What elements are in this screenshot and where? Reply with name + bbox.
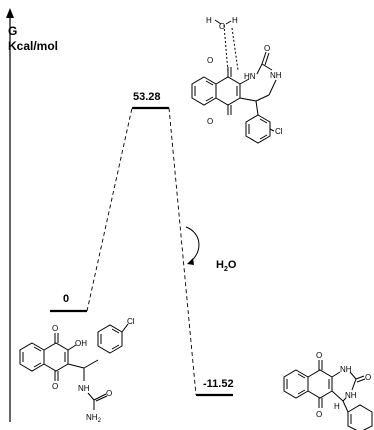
reactant-atom-nh2: NH2 (86, 413, 102, 424)
label-transition-state: 53.28 (133, 91, 161, 103)
product-atom-o-top: O (316, 351, 322, 360)
ts-atom-h1: H (206, 16, 212, 25)
ts-atom-o-bottom: O (207, 117, 213, 126)
reactant-atom-o-bottom: O (52, 382, 58, 391)
y-axis-symbol: G (8, 24, 17, 38)
product-structure (283, 360, 373, 430)
ts-atom-hn: HN (244, 72, 256, 81)
ts-atom-o-carbonyl: O (207, 56, 213, 65)
water-release-arrow-icon (185, 226, 200, 265)
product-atom-nh-top: NH (340, 365, 352, 374)
ts-atom-nh: NH (270, 71, 282, 80)
product-atom-o-bottom: O (316, 410, 322, 419)
ts-atom-cl: Cl (275, 127, 283, 136)
ts-atom-h2: H (232, 16, 238, 25)
label-product: -11.52 (203, 378, 234, 390)
y-axis (6, 8, 14, 422)
axis-arrow-icon (6, 8, 14, 18)
y-axis-unit: Kcal/mol (8, 39, 58, 53)
product-atom-nh-mid: NH (345, 391, 357, 400)
ts-atom-o: O (219, 22, 225, 31)
byproduct-water: H2O (216, 259, 237, 273)
path-reactant-to-ts (86, 107, 133, 312)
reactant-atom-o-top: O (52, 324, 58, 333)
product-atom-h: H (334, 402, 340, 411)
label-reactant: 0 (63, 293, 69, 305)
transition-state-structure (191, 19, 277, 144)
reactant-atom-o-urea: O (106, 389, 112, 398)
reactant-atom-nh: NH (78, 384, 90, 393)
reactant-atom-cl: Cl (127, 317, 135, 326)
ts-atom-o-top: O (264, 44, 270, 53)
path-ts-to-product (168, 107, 197, 396)
reactant-structure (19, 323, 129, 410)
reactant-atom-oh: OH (75, 339, 87, 348)
product-atom-o-urea: O (365, 373, 371, 382)
